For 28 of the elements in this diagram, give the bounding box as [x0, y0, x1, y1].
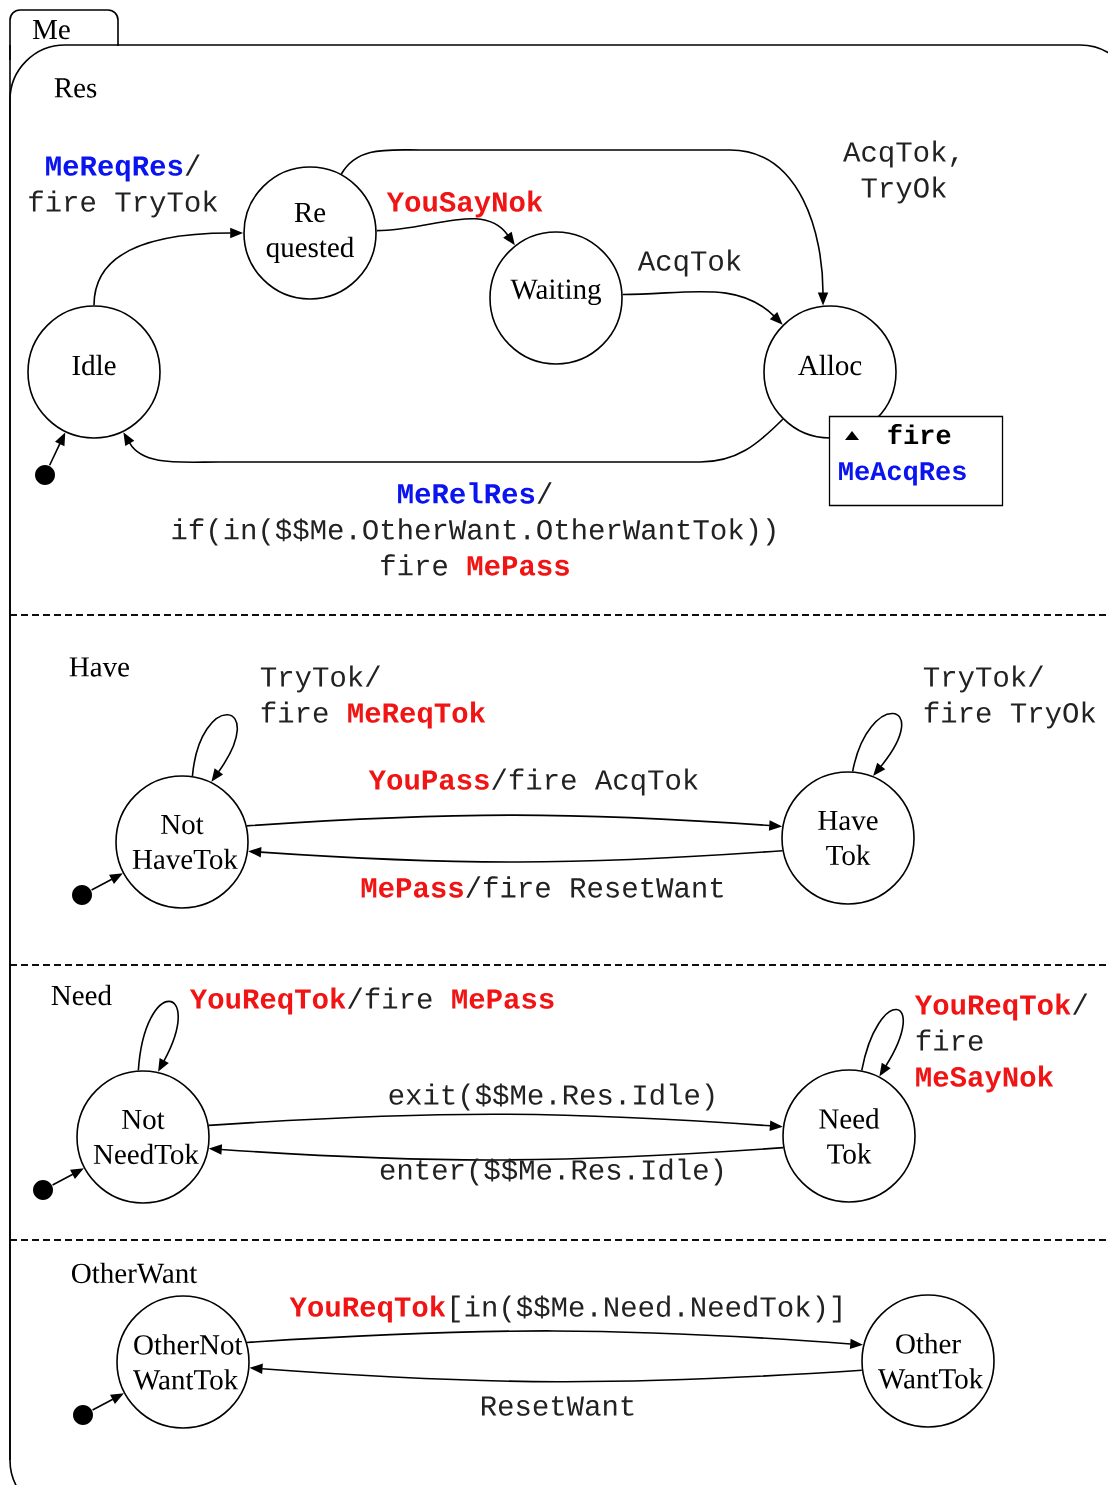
initial-dot [33, 1180, 53, 1200]
initial-dot [72, 885, 92, 905]
initial-dot [73, 1405, 93, 1425]
edge-label: AcqTok [637, 249, 741, 277]
region-title: OtherWant [72, 1262, 198, 1284]
action-box: fire MeAcqRes [828, 415, 1004, 507]
region-title: Have [69, 657, 129, 677]
edge-label: ResetWant [482, 1396, 634, 1416]
edge-label: YouPass/fire AcqTok [368, 768, 698, 796]
edge-label: AcqTok, TryOk [843, 140, 958, 204]
edge-label: exit($$Me.Res.Idle) [389, 1083, 714, 1111]
edge-label: MePass/fire ResetWant [361, 876, 723, 898]
edge-label: YouReqTok[in($$Me.Need.NeedTok)] [289, 1295, 841, 1323]
edge-label: YouReqTok/fire MePass [189, 987, 554, 1015]
edge-label: YouReqTok/ fire MeSayNok [914, 993, 1088, 1093]
arrow [123, 418, 784, 464]
edge-label: TryTok/ fire TryOk [923, 665, 1096, 729]
edge-label: YouSayNok [386, 190, 543, 218]
edge-label: enter($$Me.Res.Idle) [380, 1158, 723, 1186]
node-label: Me [32, 20, 70, 40]
region-title: Res [54, 78, 97, 98]
edge-label: MeRelRes/ if(in($$Me.OtherWant.OtherWantTok)) fire MePass [172, 482, 775, 576]
initial-dot [35, 465, 55, 485]
edge-label: MeReqRes/ fire TryTok [29, 154, 218, 218]
arrow [851, 712, 903, 776]
edge-label: TryTok/ fire MeReqTok [260, 665, 486, 729]
arrow [137, 1000, 180, 1072]
region-title: Need [51, 984, 112, 1006]
